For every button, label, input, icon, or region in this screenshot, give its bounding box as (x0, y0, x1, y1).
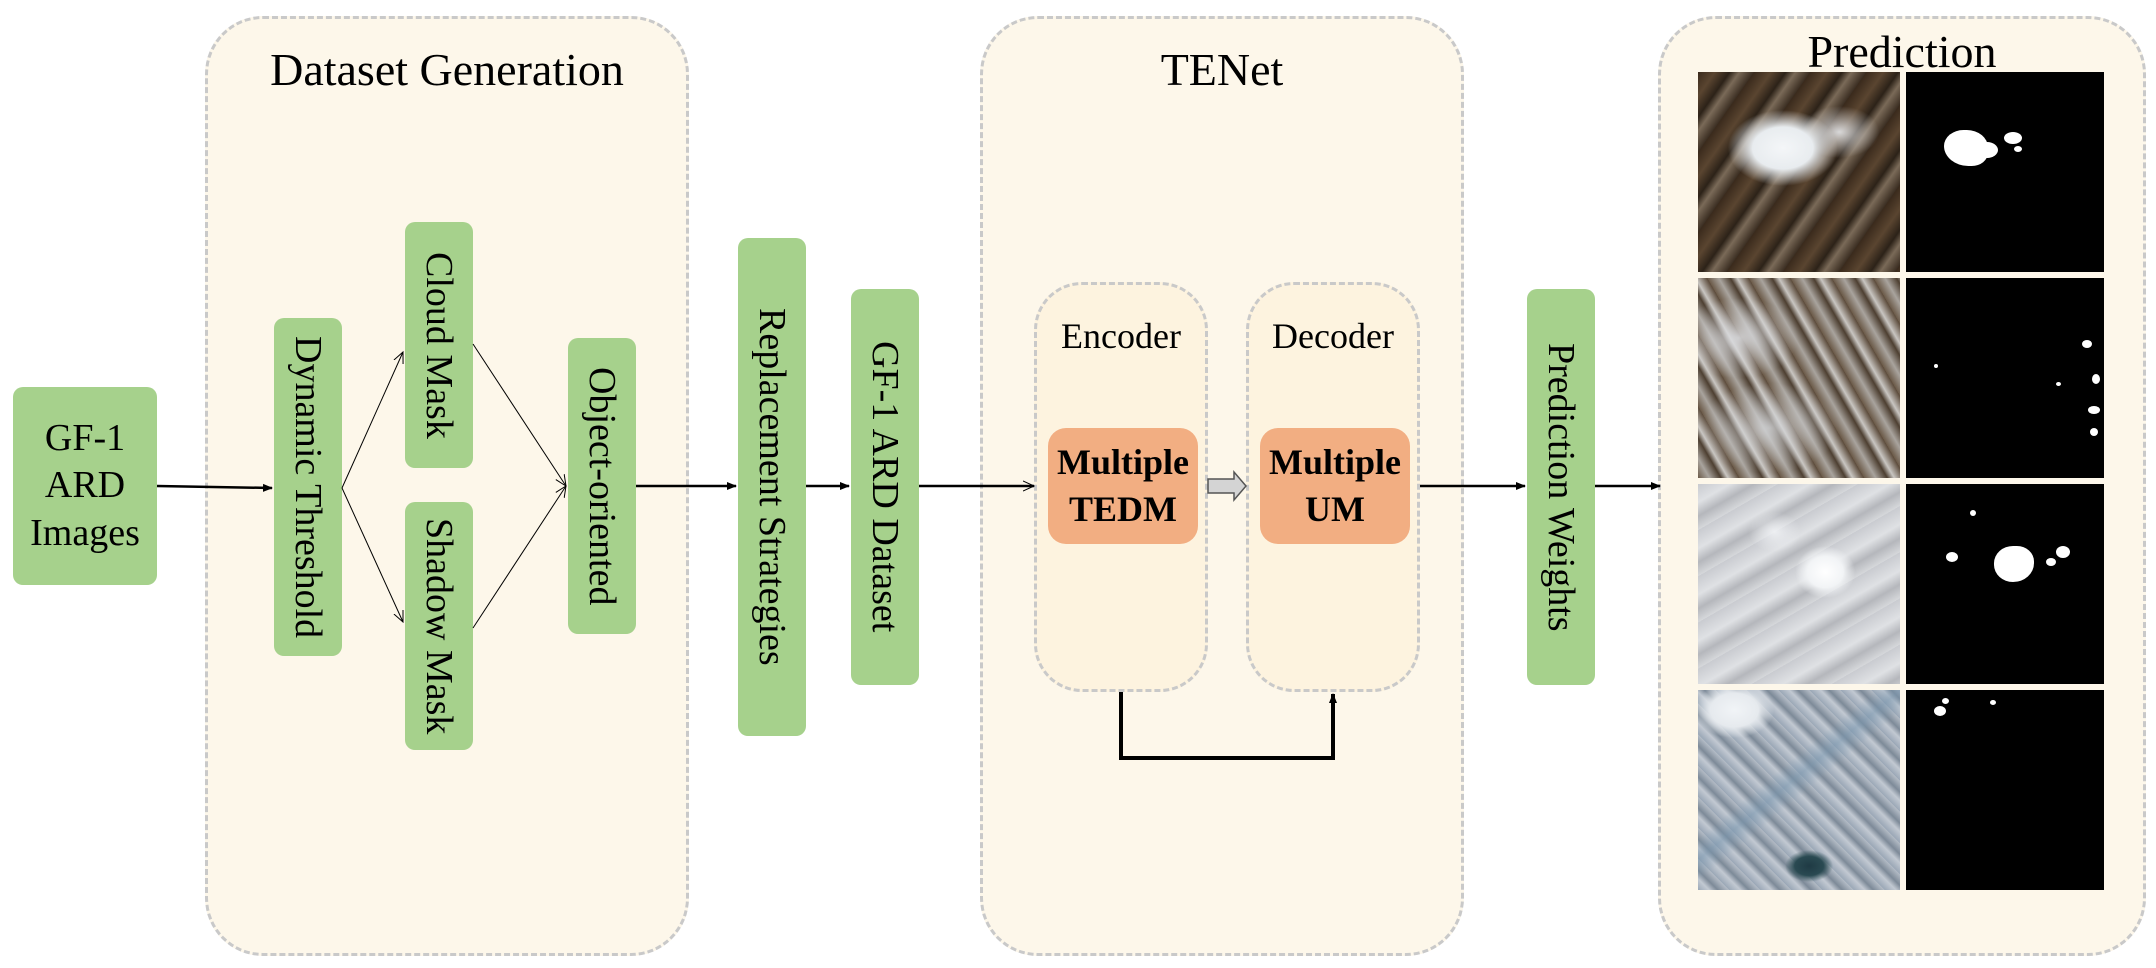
prediction-weights-box: Prediction Weights (1527, 289, 1595, 685)
line-threshold-to-shadow (341, 487, 403, 622)
object-oriented-box: Object-oriented (568, 338, 636, 634)
line-shadow-to-object (472, 486, 566, 629)
um-box: Multiple UM (1260, 428, 1410, 544)
input-label-line1: GF-1 (44, 416, 126, 459)
shadow-mask-box: Shadow Mask (405, 502, 473, 750)
tedm-line2: TEDM (1069, 489, 1177, 529)
decoder-title: Decoder (1272, 316, 1394, 356)
prediction-weights-label: Prediction Weights (1540, 342, 1582, 632)
dynamic-threshold-label: Dynamic Threshold (287, 335, 329, 639)
skip-connection-line (1119, 692, 1337, 760)
input-label-line3: Images (30, 511, 140, 554)
input-images-label: GF-1 ARD Images (30, 415, 140, 558)
tedm-box: Multiple TEDM (1048, 428, 1198, 544)
tedm-line1: Multiple (1057, 442, 1189, 483)
satellite-image-3 (1698, 484, 1900, 684)
ard-dataset-box: GF-1 ARD Dataset (851, 289, 919, 685)
object-oriented-label: Object-oriented (581, 366, 623, 606)
arrow-encoder-to-decoder (1207, 469, 1247, 503)
line-cloud-to-object (472, 343, 566, 486)
arrow-input-to-threshold (156, 483, 273, 492)
cloud-mask-4 (1906, 690, 2104, 890)
satellite-image-2 (1698, 278, 1900, 478)
dataset-generation-title: Dataset Generation (270, 44, 624, 95)
cloud-mask-box: Cloud Mask (405, 222, 473, 468)
replacement-strategies-label: Replacement Strategies (751, 308, 793, 666)
replacement-strategies-box: Replacement Strategies (738, 238, 806, 736)
ard-dataset-label: GF-1 ARD Dataset (864, 341, 906, 633)
prediction-title: Prediction (1807, 26, 1997, 77)
cloud-mask-1 (1906, 72, 2104, 272)
encoder-title: Encoder (1061, 316, 1181, 356)
tenet-title: TENet (1160, 44, 1284, 95)
cloud-mask-label: Cloud Mask (418, 251, 460, 439)
dynamic-threshold-box: Dynamic Threshold (274, 318, 342, 656)
input-label-line2: ARD (44, 464, 126, 507)
cloud-mask-2 (1906, 278, 2104, 478)
satellite-image-4 (1698, 690, 1900, 890)
line-threshold-to-cloud (341, 352, 403, 489)
satellite-image-1 (1698, 72, 1900, 272)
cloud-mask-3 (1906, 484, 2104, 684)
um-line2: UM (1305, 489, 1365, 529)
shadow-mask-label: Shadow Mask (418, 517, 460, 735)
um-line1: Multiple (1269, 442, 1401, 483)
input-images-box: GF-1 ARD Images (13, 387, 157, 585)
